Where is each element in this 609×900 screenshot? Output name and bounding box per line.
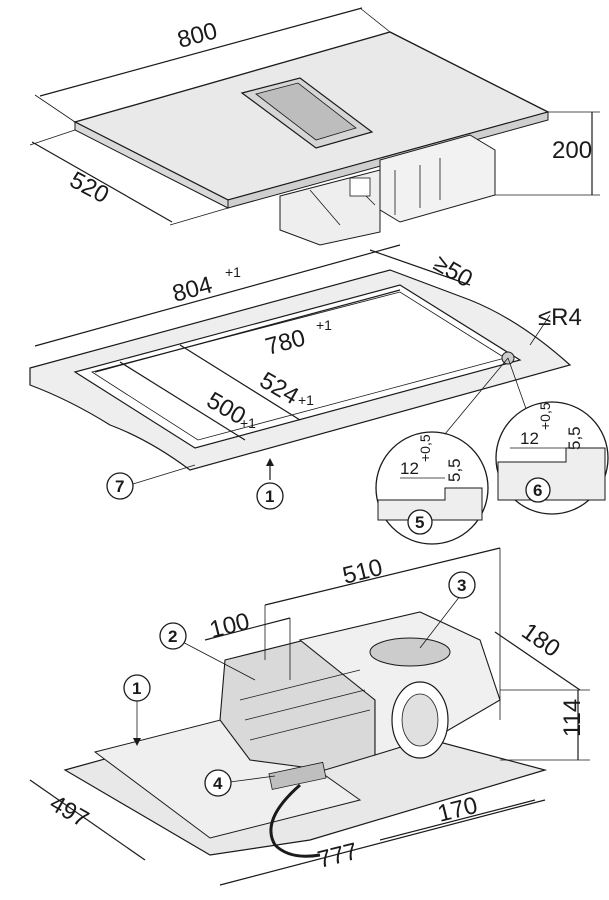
- dim-777: 777: [315, 838, 360, 874]
- callout-1-middle: 1: [265, 487, 274, 506]
- dim-114: 114: [559, 699, 586, 737]
- dim-500-tol: +1: [240, 415, 256, 431]
- middle-callouts: 7 1: [106, 464, 284, 510]
- dim-804: 804: [170, 271, 216, 307]
- dim-180: 180: [517, 618, 565, 663]
- dim-804-tol: +1: [225, 264, 241, 280]
- detail-5-depth: 5,5: [445, 458, 464, 482]
- dim-100: 100: [207, 608, 252, 644]
- detail-circle-6: 12 +0,5 5,5 6: [495, 401, 609, 515]
- dim-524-tol: +1: [298, 392, 314, 408]
- worktop-cutout: [29, 269, 572, 471]
- dim-radius: ≤R4: [538, 304, 582, 331]
- callout-4: 4: [213, 774, 223, 793]
- callout-1-bottom: 1: [132, 679, 141, 698]
- underside-illustration: [63, 611, 548, 858]
- callout-6: 6: [533, 481, 542, 500]
- detail-circle-5: 12 +0,5 5,5 5: [375, 431, 489, 545]
- detail-6-tol: +0,5: [537, 402, 553, 430]
- detail-6-width: 12: [520, 429, 539, 448]
- hob-illustration: [73, 31, 550, 246]
- detail-5-tol: +0,5: [417, 434, 433, 462]
- callout-5: 5: [415, 513, 424, 532]
- callout-3: 3: [457, 576, 466, 595]
- underside-callouts: 2 3 1 4: [123, 571, 476, 797]
- dim-200: 200: [552, 137, 592, 164]
- callout-7: 7: [115, 477, 124, 496]
- dim-min-50: ≥50: [429, 250, 477, 293]
- detail-6-depth: 5,5: [565, 426, 584, 450]
- dim-780-tol: +1: [316, 317, 332, 333]
- dim-520: 520: [65, 166, 113, 209]
- dim-497: 497: [45, 790, 93, 833]
- detail-5-width: 12: [400, 459, 419, 478]
- callout-2: 2: [168, 627, 177, 646]
- dim-510: 510: [340, 554, 385, 590]
